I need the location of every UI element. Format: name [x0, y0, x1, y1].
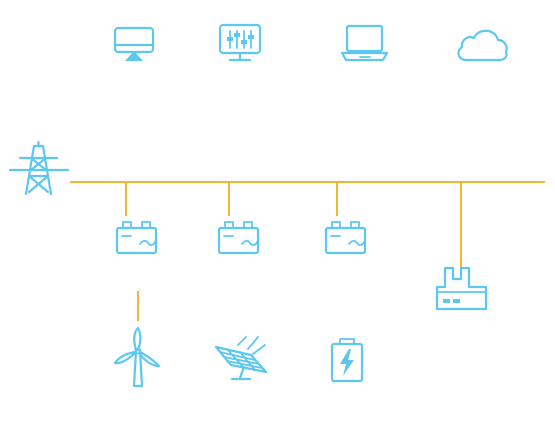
factory-icon — [435, 266, 488, 311]
inverter-icon — [115, 221, 158, 255]
battery-icon — [330, 338, 364, 383]
solar-panel-icon — [214, 336, 268, 381]
control-panel-monitor-icon — [218, 23, 262, 62]
wind-turbine-icon — [113, 326, 161, 388]
monitor-icon — [113, 26, 155, 61]
inverter-icon — [324, 221, 367, 255]
inverter-icon — [217, 221, 260, 255]
power-transmission-tower-icon — [8, 140, 70, 196]
cloud-icon — [457, 29, 508, 62]
laptop-icon — [340, 24, 389, 62]
